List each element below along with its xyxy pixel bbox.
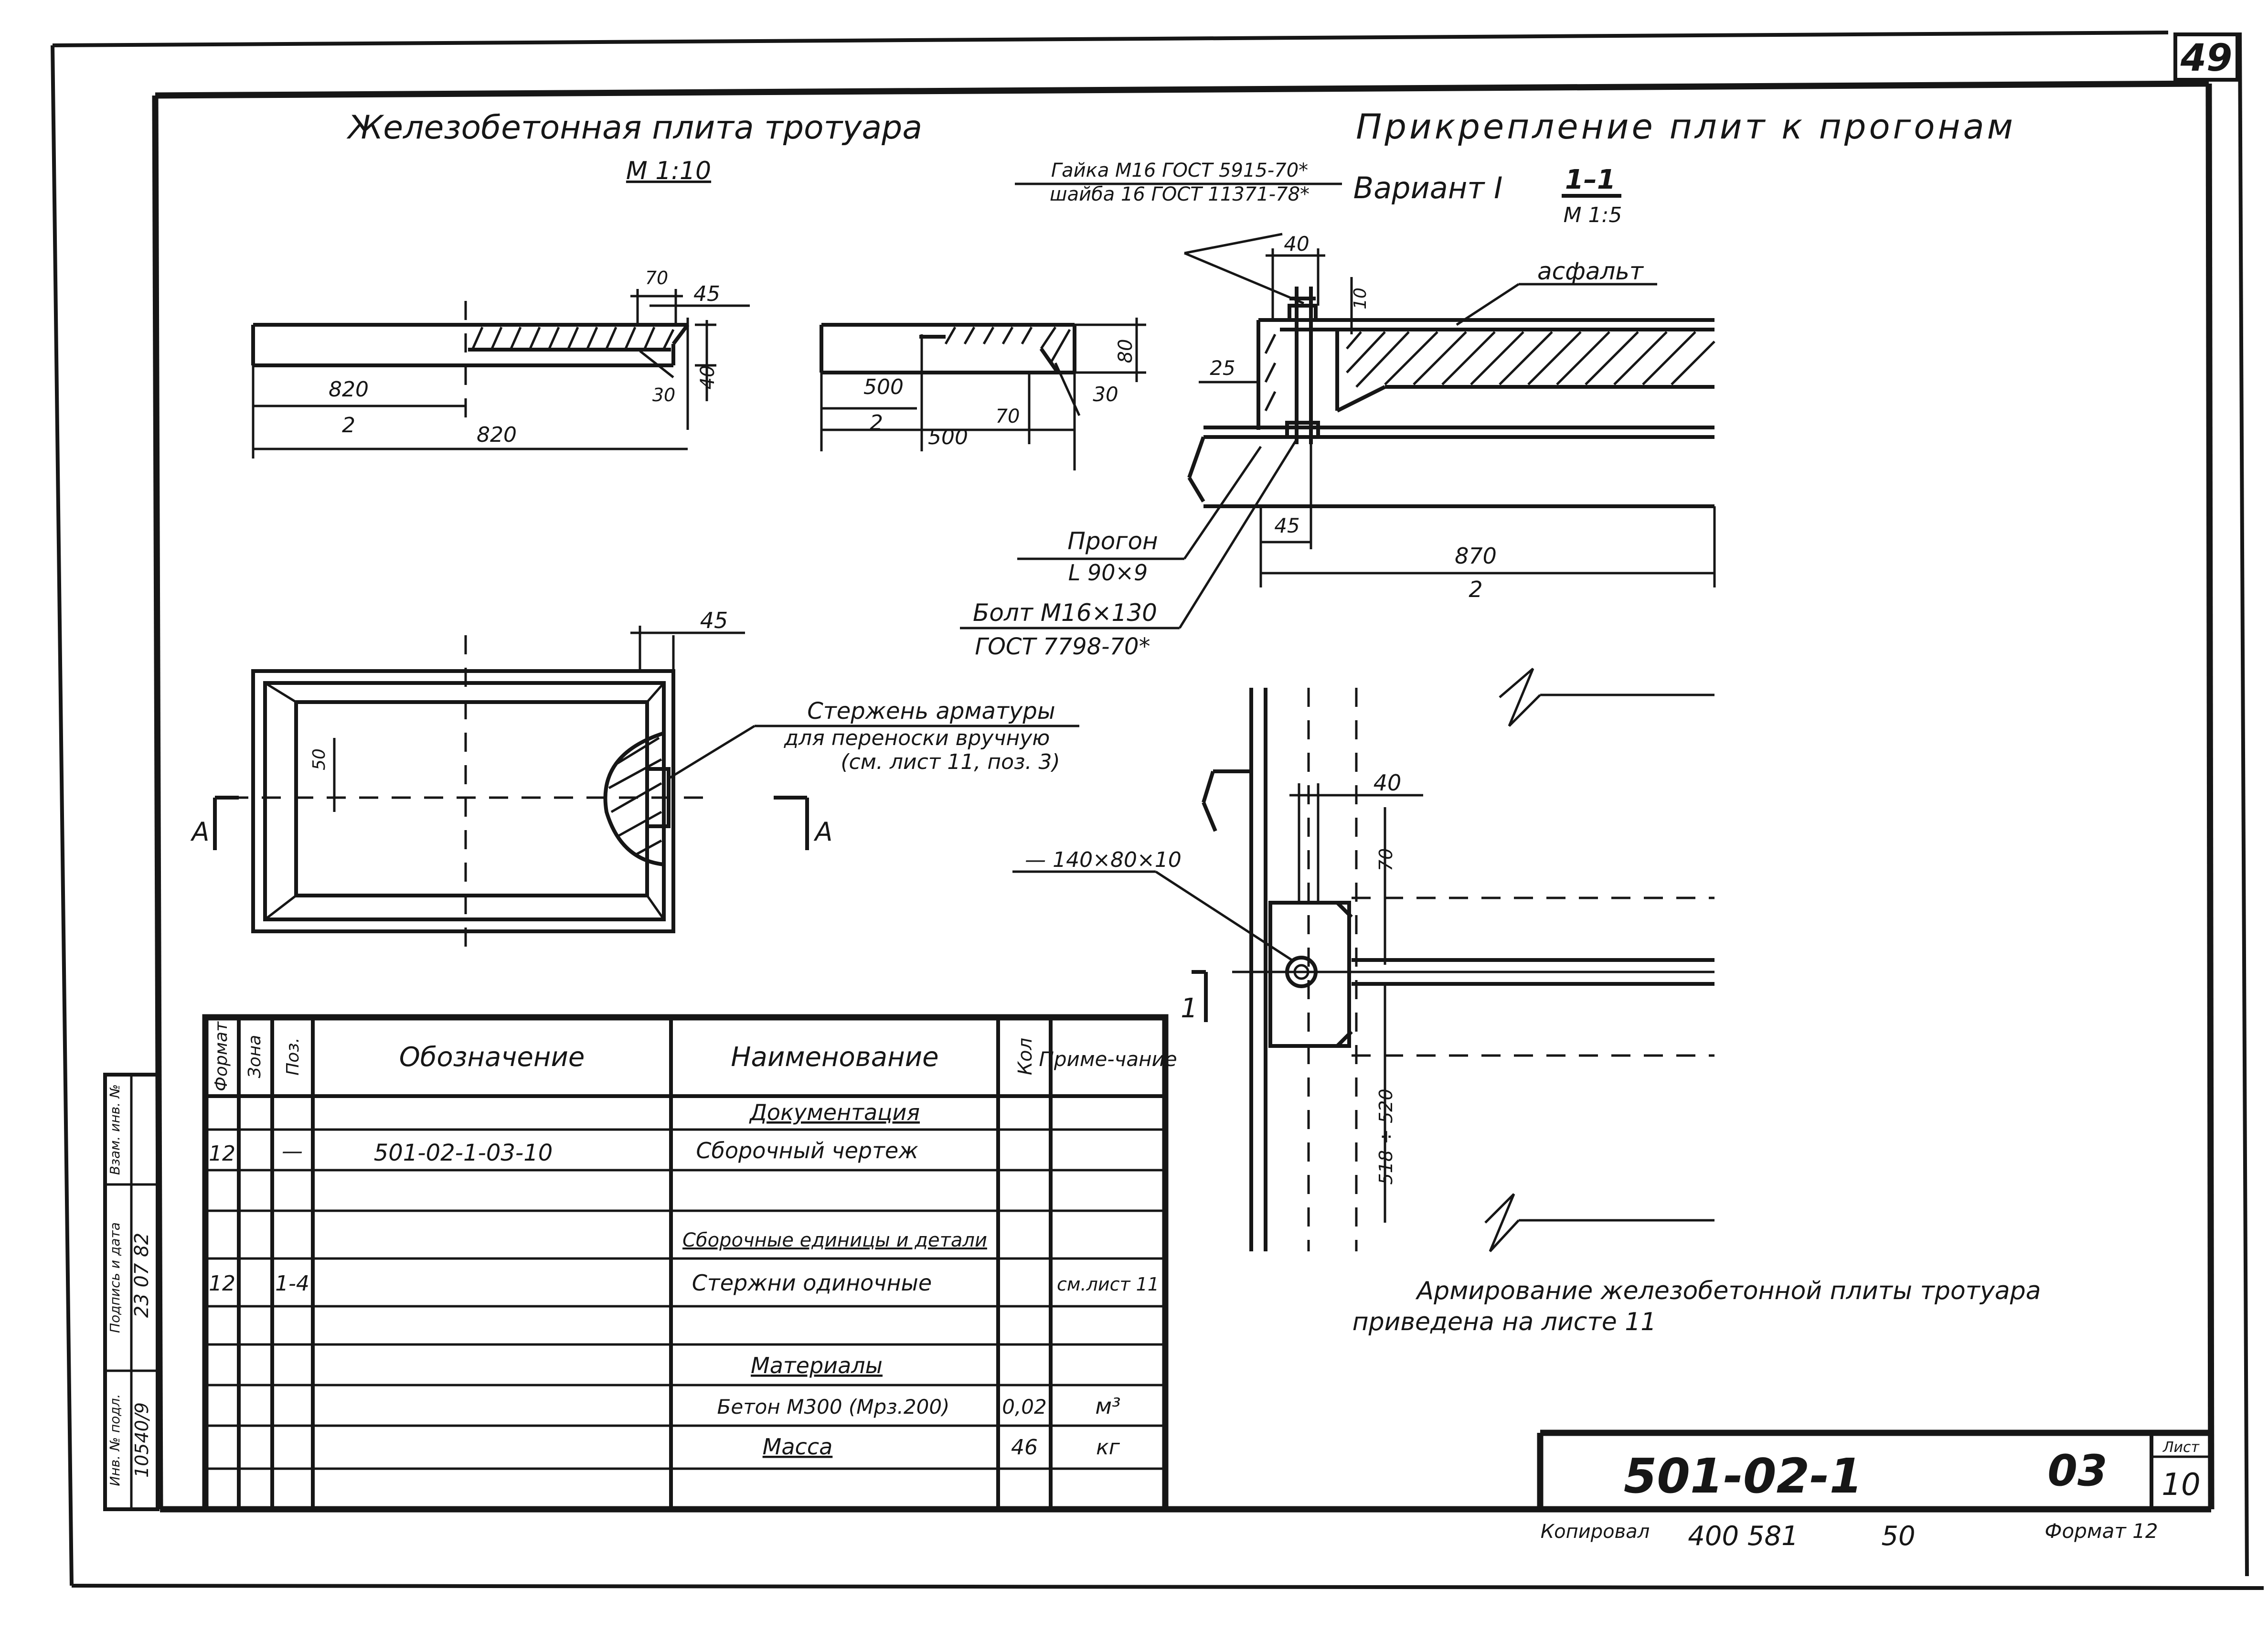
row1-format: 12 [209, 1141, 235, 1166]
left-drawing-title: Железобетонная плита тротуара [346, 109, 922, 147]
title-block: 501-02-1 03 Лист 10 Копировал 400 581 50… [1537, 1429, 2211, 1552]
section-label: 1–1 [1565, 164, 1616, 195]
title-part: 03 [2047, 1446, 2107, 1496]
nut-label-2: шайба 16 ГОСТ 11371-78* [1050, 183, 1310, 205]
side-dim-30: 30 [1093, 383, 1118, 406]
detail-dim-40: 40 [1374, 770, 1402, 796]
section-dim-25: 25 [1210, 356, 1235, 380]
header-qty: Кол [1014, 1038, 1036, 1075]
copied-label: Копировал [1541, 1521, 1650, 1543]
plate-elevation: 70 45 30 40 820 2 820 [251, 267, 750, 459]
row8-qty: 46 [1011, 1435, 1038, 1460]
row4-pos: 1-4 [275, 1271, 309, 1296]
right-drawing-title: Прикрепление плит к прогонам [1356, 107, 2016, 147]
row4-note: см.лист 11 [1057, 1274, 1159, 1295]
row8-note: кг [1096, 1435, 1120, 1460]
side-stamp: Взам. инв. № Подпись и дата 23 07 82 Инв… [103, 1073, 160, 1511]
cut-mark-1: 1 [1181, 993, 1198, 1024]
detail-dim-70: 70 [1375, 848, 1396, 871]
section-dim-2: 2 [1469, 576, 1482, 602]
section-scale: М 1:5 [1564, 203, 1622, 227]
plan-dim-50: 50 [309, 748, 329, 770]
header-note: Приме-чание [1039, 1047, 1177, 1071]
side-dim-2: 2 [870, 411, 883, 435]
sheet-index: 49 [2180, 37, 2233, 80]
format-label: Формат 12 [2044, 1519, 2158, 1543]
row4-format: 12 [209, 1271, 235, 1296]
side-hatching [919, 326, 1071, 374]
header-designation: Обозначение [399, 1042, 585, 1073]
copy-number-2: 50 [1881, 1521, 1915, 1552]
cut-mark-a-left: А [191, 817, 210, 847]
detail-dim-518-520: 518 ÷ 520 [1375, 1088, 1396, 1184]
header-zone: Зона [245, 1035, 265, 1078]
sheet-index-box: 49 [2173, 32, 2239, 82]
stamp-label-signature: Подпись и дата [107, 1222, 123, 1333]
elev-dim-45: 45 [693, 282, 720, 306]
section-1-1: асфальт 40 10 25 45 870 2 Прогон L 90×9 … [960, 232, 1716, 660]
side-dim-80: 80 [1115, 339, 1137, 363]
row3-name: Сборочные единицы и детали [682, 1229, 987, 1251]
elev-dim-30: 30 [652, 384, 675, 405]
purlin-label-1: Прогон [1067, 527, 1158, 555]
elev-dim-820-b: 820 [477, 423, 517, 447]
row7-qty: 0,02 [1002, 1395, 1047, 1419]
section-hatching [1264, 331, 1715, 412]
side-dim-70: 70 [996, 405, 1020, 427]
plan-detail: — 140×80×10 40 70 518 ÷ 520 1 [1012, 668, 1714, 1252]
purlin-label-2: L 90×9 [1068, 560, 1148, 586]
section-dim-45: 45 [1274, 514, 1299, 537]
row0-name: Документация [749, 1099, 920, 1125]
elevation-hatching [468, 326, 675, 352]
asphalt-label: асфальт [1537, 257, 1644, 285]
plate-140x80x10-label: — 140×80×10 [1025, 848, 1182, 872]
row1-name: Сборочный чертеж [696, 1138, 918, 1163]
stamp-date: 23 07 82 [131, 1233, 153, 1318]
row7-name: Бетон М300 (Мрз.200) [717, 1395, 950, 1419]
reinforcement-note-2: приведена на листе 11 [1352, 1308, 1657, 1336]
row6-name: Материалы [751, 1353, 883, 1378]
cut-mark-a-right: А [814, 817, 833, 847]
section-dim-10: 10 [1351, 288, 1370, 309]
title-sheet-no: 10 [2162, 1467, 2200, 1503]
side-dim-500-a: 500 [863, 375, 904, 399]
header-pos: Поз. [283, 1037, 303, 1076]
copy-number: 400 581 [1688, 1521, 1799, 1552]
title-sheet-label: Лист [2162, 1439, 2200, 1456]
left-drawing-scale: М 1:10 [626, 157, 711, 185]
row8-name: Масса [763, 1434, 833, 1460]
section-dim-40: 40 [1284, 232, 1309, 256]
nut-label-1: Гайка М16 ГОСТ 5915-70* [1051, 160, 1308, 181]
elev-dim-820-a: 820 [329, 377, 369, 402]
side-dim-500-b: 500 [928, 425, 968, 449]
stamp-inv-no: 10540/9 [131, 1402, 152, 1478]
spec-table: Формат Зона Поз. Обозначение Наименовани… [202, 1014, 1177, 1513]
elev-dim-70: 70 [645, 267, 668, 288]
bolt-label-2: ГОСТ 7798-70* [975, 633, 1150, 660]
title-code: 501-02-1 [1624, 1448, 1863, 1504]
elev-dim-2: 2 [342, 413, 355, 437]
rebar-callout-1: Стержень арматуры [807, 698, 1055, 725]
header-name: Наименование [731, 1042, 938, 1073]
row1-pos: — [282, 1139, 303, 1163]
plate-plan: 45 50 А А Стержень арматуры для переноск… [191, 608, 1079, 955]
row7-note: м³ [1095, 1393, 1120, 1419]
elev-dim-40: 40 [697, 365, 719, 390]
rebar-callout-3: (см. лист 11, поз. 3) [841, 750, 1060, 774]
section-dim-870: 870 [1455, 543, 1497, 569]
plate-side-section: 80 30 500 2 500 70 [820, 318, 1146, 470]
stamp-label-substitute: Взам. инв. № [107, 1084, 123, 1175]
handle-hatching [608, 736, 662, 856]
variant-label: Вариант I [1353, 171, 1503, 205]
header-format: Формат [212, 1021, 231, 1091]
plan-dim-45: 45 [700, 608, 728, 633]
outer-frame [51, 31, 2264, 1590]
bolt-label-1: Болт М16×130 [973, 599, 1157, 627]
rebar-callout-2: для переноски вручную [784, 726, 1050, 750]
stamp-label-inventory: Инв. № подл. [107, 1394, 123, 1486]
reinforcement-note-1: Армирование железобетонной плиты тротуар… [1416, 1277, 2041, 1305]
row1-designation: 501-02-1-03-10 [374, 1140, 553, 1166]
row4-name: Стержни одиночные [692, 1270, 932, 1296]
